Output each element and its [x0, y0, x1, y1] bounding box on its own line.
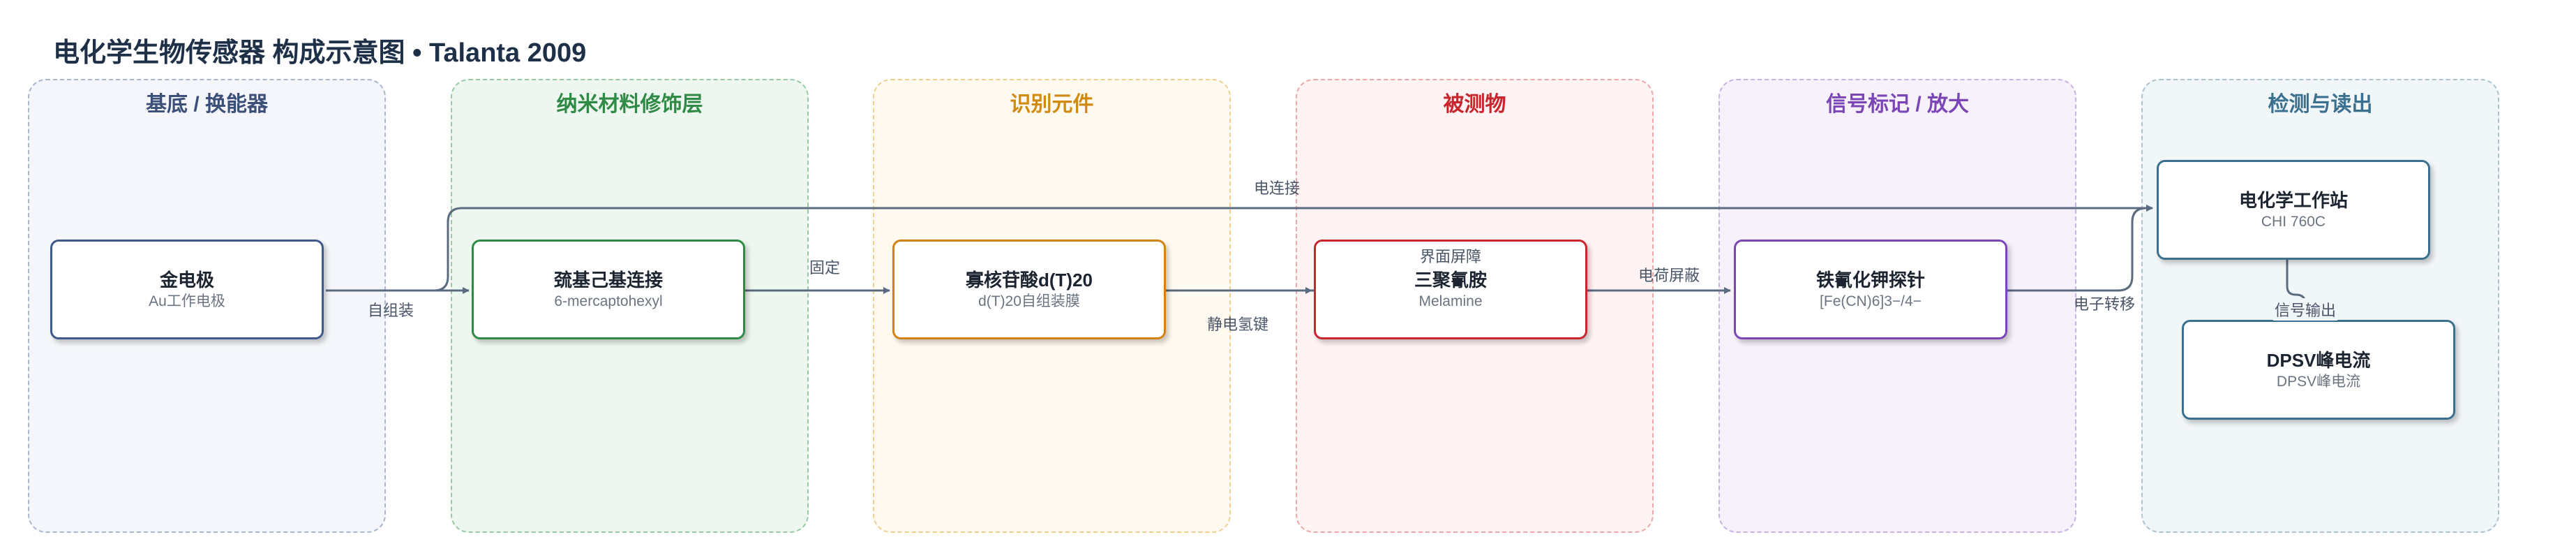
node-workstation-title: 电化学工作站	[2238, 189, 2348, 211]
lane-title-recognition: 识别元件	[1010, 93, 1094, 116]
node-melamine: 三聚氰胺 Melamine	[1314, 240, 1587, 339]
lane-title-substrate: 基底 / 换能器	[145, 93, 268, 116]
node-gold-electrode-subtitle: Au工作电极	[149, 293, 225, 309]
edge-label-signal-output: 信号输出	[2272, 298, 2338, 321]
edge-label-h-bond: 静电氢键	[1206, 316, 1269, 333]
node-melamine-title: 三聚氰胺	[1414, 269, 1487, 291]
node-dpsv-subtitle: DPSV峰电流	[2276, 373, 2361, 390]
node-mercaptohexyl-subtitle: 6-mercaptohexyl	[554, 293, 663, 309]
node-dt20-subtitle: d(T)20自组装膜	[978, 293, 1080, 309]
lane-title-detection: 检测与读出	[2268, 93, 2373, 116]
node-workstation: 电化学工作站 CHI 760C	[2157, 160, 2430, 260]
edge-label-self-assembly: 自组装	[367, 302, 414, 319]
diagram-title: 电化学生物传感器 构成示意图 • Talanta 2009	[53, 38, 587, 68]
edge-label-fix: 固定	[809, 259, 841, 277]
edge-label-electron-transfer: 电子转移	[2073, 295, 2136, 313]
edge-label-charge-shield: 电荷屏蔽	[1638, 267, 1700, 284]
node-ferricyanide: 铁氰化钾探针 [Fe(CN)6]3−/4−	[1734, 240, 2007, 339]
node-mercaptohexyl: 巯基己基连接 6-mercaptohexyl	[472, 240, 745, 339]
node-dpsv: DPSV峰电流 DPSV峰电流	[2182, 320, 2455, 420]
node-dpsv-title: DPSV峰电流	[2266, 349, 2371, 371]
node-workstation-subtitle: CHI 760C	[2261, 213, 2326, 230]
node-melamine-subtitle: Melamine	[1418, 293, 1483, 309]
edge-electric-connection	[326, 205, 2153, 292]
node-dt20-title: 寡核苷酸d(T)20	[965, 269, 1093, 291]
node-gold-electrode: 金电极 Au工作电极	[50, 240, 324, 339]
edge-electron-transfer	[2004, 205, 2153, 292]
node-gold-electrode-title: 金电极	[159, 269, 214, 291]
node-ferricyanide-subtitle: [Fe(CN)6]3−/4−	[1820, 293, 1922, 309]
edge-label-interface-barrier: 界面屏障	[1419, 248, 1482, 265]
lane-title-signal-label: 信号标记 / 放大	[1825, 93, 1969, 116]
node-mercaptohexyl-title: 巯基己基连接	[553, 269, 663, 291]
node-dt20: 寡核苷酸d(T)20 d(T)20自组装膜	[892, 240, 1166, 339]
node-ferricyanide-title: 铁氰化钾探针	[1815, 269, 1925, 291]
lane-title-analyte: 被测物	[1443, 93, 1506, 116]
edge-label-electric-connection: 电连接	[1253, 179, 1301, 197]
lane-title-nanomaterial: 纳米材料修饰层	[556, 93, 703, 116]
